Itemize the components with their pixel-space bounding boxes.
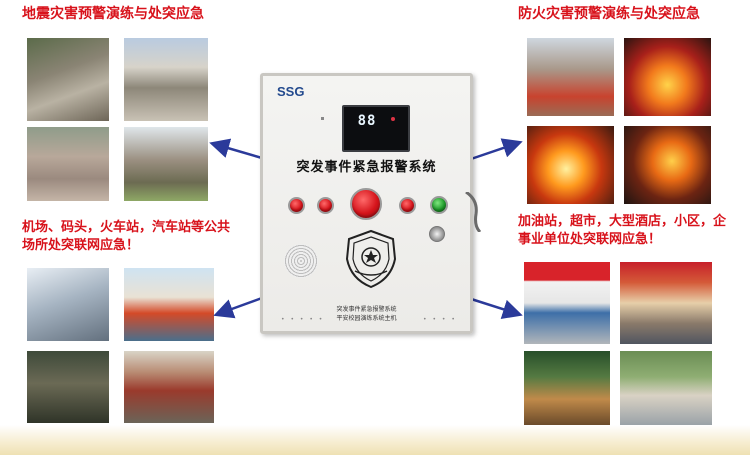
photo-earthquake-town-3 — [27, 127, 109, 201]
alarm-button-2[interactable] — [317, 197, 334, 214]
arrow-to-enterprise-places — [467, 296, 523, 319]
photo-earthquake-ruins-1 — [27, 38, 109, 121]
alarm-host-panel: SSG 88 突发事件紧急报警系统 突发事件紧急报警系统 平安校园演练系统主机 … — [260, 73, 473, 334]
brand-logo: SSG — [277, 84, 305, 99]
alarm-button-4[interactable] — [399, 197, 416, 214]
led-display: 88 — [342, 105, 410, 152]
photo-crowd-rescue — [27, 351, 109, 423]
display-digits: 88 — [357, 113, 377, 129]
photo-gas-station — [524, 262, 610, 344]
caption-public-places: 机场、码头，火车站，汽车站等公共场所处突联网应急！ — [22, 220, 231, 253]
reset-button[interactable] — [430, 196, 448, 214]
photo-fire-night-4 — [624, 126, 711, 204]
decorative-dots-left: • • • • • — [281, 316, 325, 323]
photo-fire-building-2 — [624, 38, 711, 116]
photo-earthquake-collapse-4 — [124, 127, 208, 201]
caption-fire: 防火灾害预警演练与处突应急 — [518, 6, 700, 22]
device-subtitle-line1: 突发事件紧急报警系统 — [336, 306, 397, 313]
device-subtitle-line2: 平安校园演练系统主机 — [336, 315, 397, 322]
caption-earthquake: 地震灾害预警演练与处突应急 — [22, 6, 204, 22]
emergency-button[interactable] — [350, 188, 382, 220]
photo-hotel — [524, 351, 610, 425]
arrow-to-public-places — [213, 296, 263, 319]
photo-earthquake-building-2 — [124, 38, 208, 121]
bottom-gradient-band — [0, 425, 750, 455]
photo-fire-rescue-1 — [527, 38, 614, 116]
photo-port-crane — [124, 268, 214, 341]
display-indicator-dot — [391, 117, 395, 121]
photo-residential-community — [620, 351, 712, 425]
caption-enterprise-places: 加油站，超市，大型酒店，小区，企事业单位处突联网应急！ — [518, 214, 727, 247]
photo-railway-station — [124, 351, 214, 423]
power-cable-icon — [465, 192, 482, 232]
key-switch[interactable] — [429, 226, 445, 242]
decorative-dots-right: • • • • — [423, 316, 457, 323]
arrow-to-earthquake — [209, 138, 263, 160]
status-indicator — [321, 117, 324, 120]
police-emblem-icon — [345, 229, 397, 289]
arrow-to-fire — [467, 138, 523, 162]
alarm-button-1[interactable] — [288, 197, 305, 214]
photo-airport-terminal — [27, 268, 109, 341]
photo-supermarket-street — [620, 262, 712, 344]
photo-fire-blaze-3 — [527, 126, 614, 204]
speaker-grille — [284, 244, 318, 278]
device-title: 突发事件紧急报警系统 — [296, 160, 437, 175]
